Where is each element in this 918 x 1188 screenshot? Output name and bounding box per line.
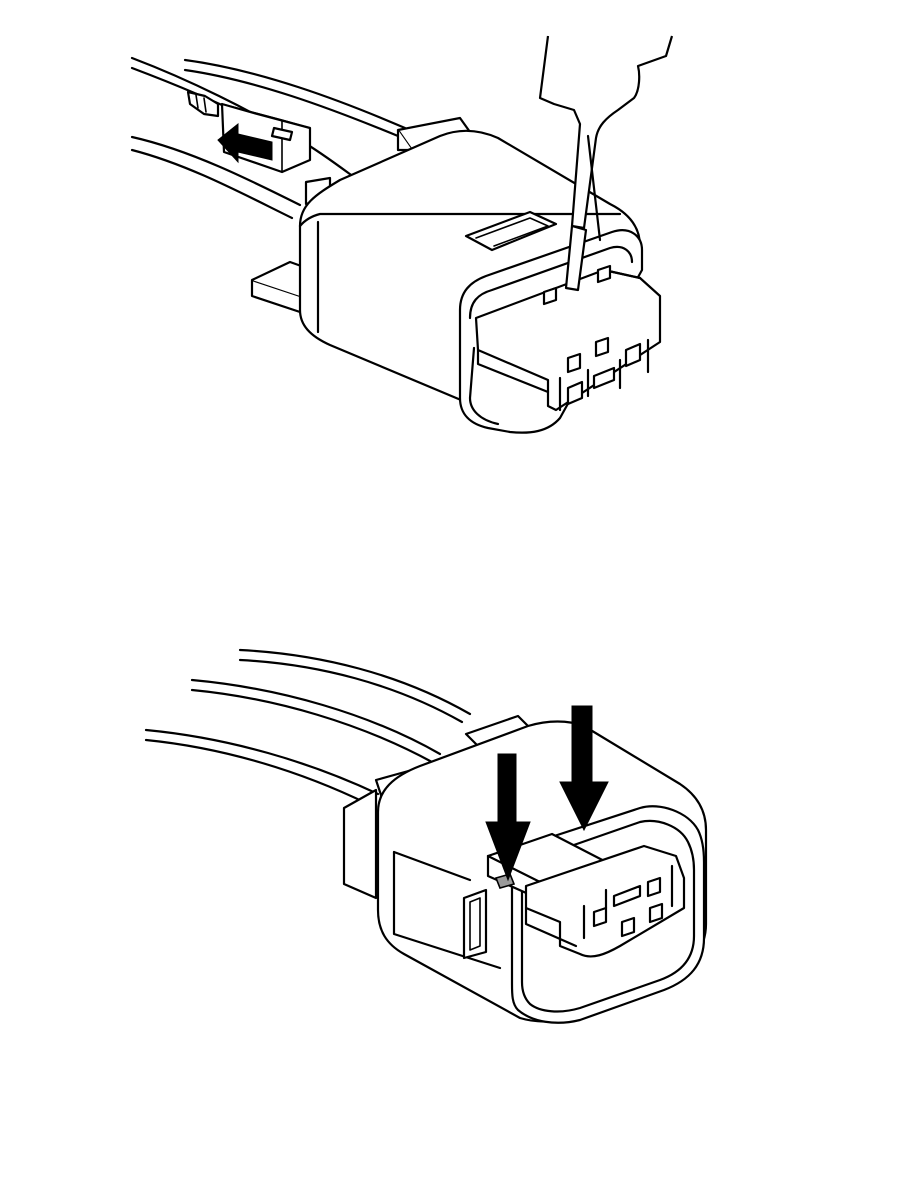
locking-latch-highlight: [494, 873, 516, 889]
locking-wedge-diagram: [144, 648, 708, 1024]
connector-housing-icon: [250, 116, 662, 434]
terminal-pin-icon: [186, 90, 312, 174]
push-arrow-icon: [217, 122, 273, 164]
terminal-release-tool-icon: [538, 35, 674, 292]
press-arrow-icon: [485, 705, 609, 882]
wire-bundle-icon: [130, 56, 407, 220]
connector-housing-icon: [342, 714, 708, 1024]
terminal-removal-diagram: [130, 35, 674, 434]
wire-bundle-icon: [144, 648, 472, 806]
